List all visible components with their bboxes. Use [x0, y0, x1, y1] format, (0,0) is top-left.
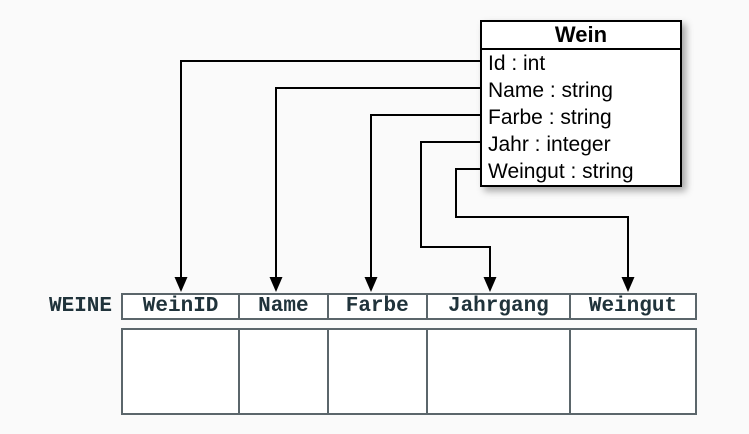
arrowhead-weingut: [621, 277, 635, 292]
connector-id-to-weinid: [180, 60, 482, 278]
uml-attribute: Id : int: [488, 52, 546, 75]
uml-attribute: Jahr : integer: [488, 133, 611, 156]
body-cell: [326, 330, 426, 413]
connector-name-to-name: [275, 87, 482, 278]
connector-farbe-to-farbe: [370, 114, 482, 278]
uml-attribute: Name : string: [488, 79, 613, 102]
column-header: WeinID: [142, 295, 219, 318]
column-header: Weingut: [568, 295, 695, 318]
table-name-label: WEINE: [48, 295, 112, 318]
body-cell: [568, 330, 695, 413]
body-cell: [123, 330, 238, 413]
arrowhead-farbe: [364, 277, 378, 292]
connector-weingut-to-weingut: [455, 168, 629, 278]
uml-attribute: Farbe : string: [488, 106, 612, 129]
arrowhead-jahrgang: [483, 277, 497, 292]
column-header: Farbe: [326, 295, 426, 318]
body-cell: [238, 330, 326, 413]
column-header: Name: [238, 295, 326, 318]
arrowhead-name: [269, 277, 283, 292]
uml-attribute: Weingut : string: [488, 160, 634, 183]
arrowhead-weinid: [174, 277, 188, 292]
uml-class-title: Wein: [482, 22, 680, 50]
column-header: Jahrgang: [425, 295, 569, 318]
body-cell: [425, 330, 569, 413]
table-body-row: [121, 328, 697, 415]
connector-jahr-to-jahrgang: [420, 141, 491, 278]
